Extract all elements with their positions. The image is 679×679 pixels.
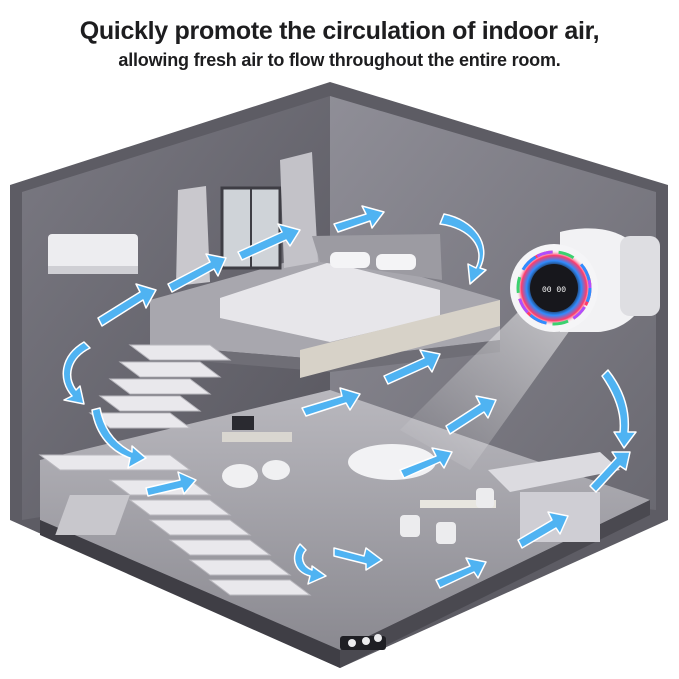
airflow-arrow-icon [301,387,361,417]
airflow-arrow-icon [435,557,487,589]
curtain-right [280,152,318,268]
kitchen-counter [488,452,620,492]
airflow-arrow-icon [333,205,385,233]
airflow-arrow-icon [601,369,637,449]
wall-ac-unit [48,234,138,274]
device-display: 00 00 [542,286,566,295]
airflow-arrow-icon [445,395,497,435]
airflow-arrow-icon [399,447,453,479]
upper-railing [300,300,500,378]
airflow-arrow-icon [589,451,631,493]
airflow-arrow-icon [439,213,487,285]
lounge-chairs [222,460,290,488]
fan-device-icon: 00 00 [510,228,660,332]
airflow-beam [400,300,570,470]
headline-line-1: Quickly promote the circulation of indoo… [79,17,600,45]
airflow-arrow-icon [91,407,147,469]
rug [55,495,130,535]
airflow-arrow-icon [517,511,569,549]
floor-fixtures [340,634,386,650]
airflow-arrow-icon [333,547,383,571]
curtain-left [176,186,210,286]
dining-table [420,500,496,508]
desk [222,432,292,442]
dining-chairs [400,488,494,544]
airflow-arrow-icon [383,349,441,385]
airflow-arrow-icon [97,283,157,327]
airflow-arrow-icon [293,543,327,585]
staircase [38,344,312,596]
airflow-arrow-icon [62,341,91,405]
laptop [232,416,254,430]
airflow-arrow-icon [145,471,197,497]
airflow-arrows [62,205,637,589]
headline-line-2: allowing fresh air to flow throughout th… [118,50,561,70]
headline: Quickly promote the circulation of indoo… [0,14,679,72]
ground-floor [40,390,650,650]
bed [220,262,440,342]
airflow-arrow-icon [167,253,227,293]
airflow-arrow-icon [237,223,301,261]
